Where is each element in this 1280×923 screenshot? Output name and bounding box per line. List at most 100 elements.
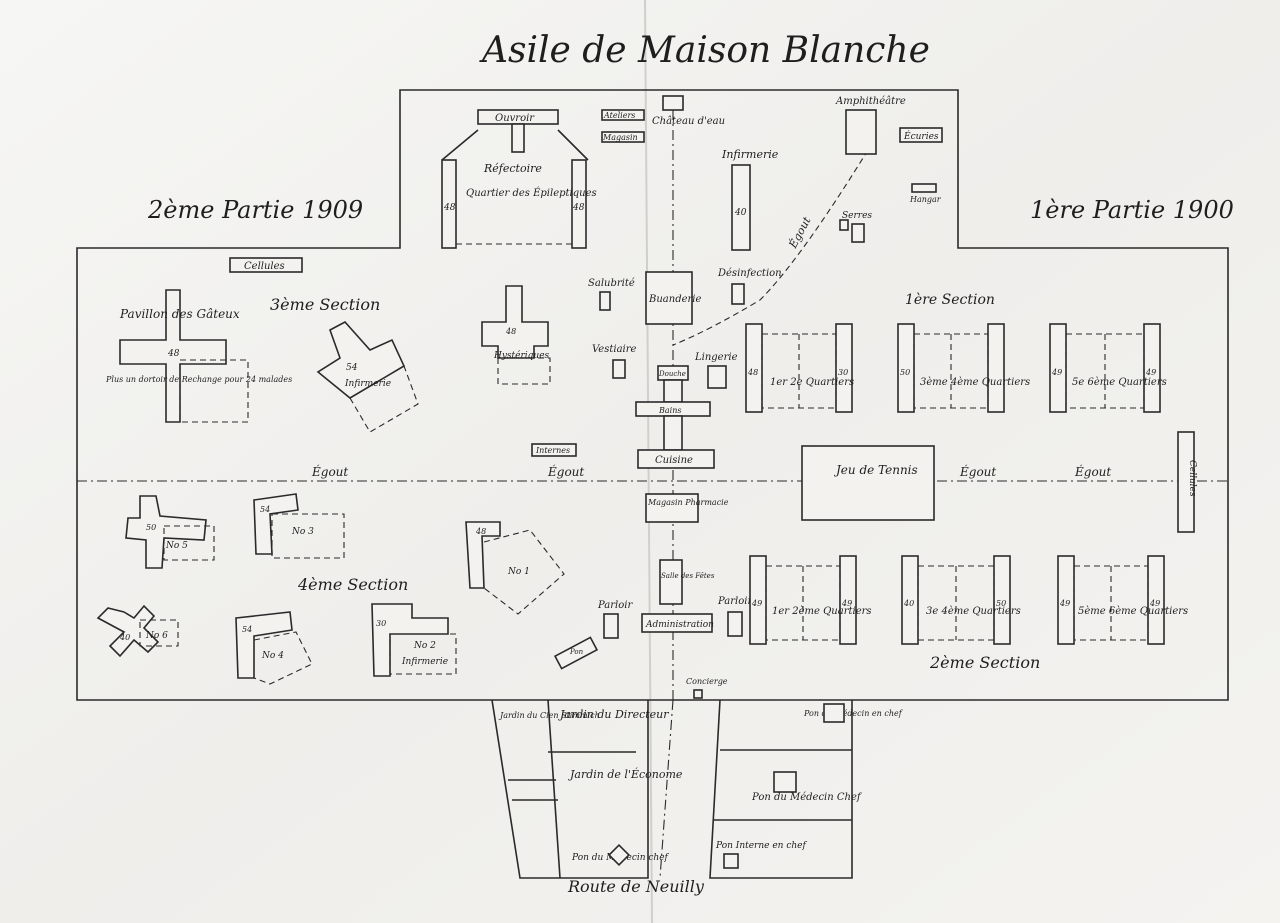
q56-bot-label: 5ème 6ème Quartiers bbox=[1078, 606, 1188, 617]
egout-label-3: Égout bbox=[959, 464, 996, 479]
hysteriques-annex bbox=[497, 357, 551, 385]
section-1-label: 1ère Section bbox=[905, 292, 995, 308]
q34-bot-label: 3e 4ème Quartiers bbox=[926, 606, 1021, 617]
ateliers-building bbox=[601, 109, 645, 121]
cellules-right-building bbox=[1177, 431, 1195, 533]
garden-boundary-right bbox=[709, 699, 853, 879]
n54b-label: 54 bbox=[260, 505, 270, 514]
plan-title: Asile de Maison Blanche bbox=[479, 30, 930, 71]
n30b-label: 30 bbox=[376, 619, 386, 628]
pavillon-no2-building bbox=[371, 603, 449, 677]
pavillon-gateux-label: Pavillon des Gâteux bbox=[119, 307, 240, 321]
n48f-label: 48 bbox=[475, 527, 486, 536]
pavillon-no4-annex bbox=[253, 631, 313, 685]
vestiaire-label: Vestiaire bbox=[592, 344, 637, 355]
concierge-building bbox=[693, 689, 703, 699]
site-boundary bbox=[76, 89, 1229, 701]
cuisine-building bbox=[637, 449, 715, 469]
serres-label: Serres bbox=[842, 211, 872, 221]
pavillon-no4-building bbox=[235, 611, 293, 679]
magasin-building bbox=[601, 131, 645, 143]
lingerie-building bbox=[707, 365, 727, 389]
n40c-label: 40 bbox=[903, 599, 914, 608]
q56-bot-right-wing bbox=[1147, 555, 1165, 645]
n54c-label: 54 bbox=[242, 625, 252, 634]
n48b-label: 48 bbox=[572, 203, 585, 213]
refectoire-frame bbox=[441, 129, 589, 161]
ateliers-label: Ateliers bbox=[603, 111, 635, 120]
hangar-building bbox=[911, 183, 937, 193]
infirmerie-3-annex bbox=[349, 365, 419, 433]
salubrite-label: Salubrité bbox=[588, 278, 635, 289]
hangar-label: Hangar bbox=[909, 195, 942, 204]
jardin-cien-label: Jardin du Cien Stimmich bbox=[498, 711, 600, 720]
cellules-top-building bbox=[229, 257, 303, 273]
n49a-label: 49 bbox=[1051, 368, 1062, 377]
pavillon-no1-annex bbox=[483, 529, 565, 615]
ouvroir-label: Ouvroir bbox=[495, 113, 535, 124]
garden-boundary-left bbox=[491, 699, 649, 879]
n49e-label: 49 bbox=[1059, 599, 1070, 608]
administration-label: Administration bbox=[645, 620, 714, 630]
section-4-label: 4ème Section bbox=[297, 575, 408, 594]
tennis-label: Jeu de Tennis bbox=[833, 463, 918, 477]
n54-label: 54 bbox=[346, 363, 358, 373]
cellules-top-label: Cellules bbox=[244, 261, 285, 272]
route-label: Route de Neuilly bbox=[567, 877, 705, 896]
part-left-label: 2ème Partie 1909 bbox=[147, 196, 363, 224]
pavillon-no5-building bbox=[125, 495, 207, 569]
no6-label: No 6 bbox=[145, 631, 168, 641]
hysteriques-label: Hystériques bbox=[493, 350, 550, 361]
serres-building-2 bbox=[851, 223, 865, 243]
no4-label: No 4 bbox=[261, 651, 284, 661]
infirmerie-top-building bbox=[731, 164, 751, 251]
internes-building bbox=[531, 443, 577, 457]
ecuries-building bbox=[899, 127, 943, 143]
parloir-label: Parloir bbox=[597, 600, 633, 611]
buanderie-building bbox=[645, 271, 693, 325]
no2-label: No 2 bbox=[413, 641, 436, 651]
infirmerie-4-label: Infirmerie bbox=[401, 657, 448, 667]
pavillon-gauche-building bbox=[553, 636, 599, 670]
q12-top-right-wing bbox=[835, 323, 853, 413]
refectoire-label: Réfectoire bbox=[483, 162, 542, 175]
douche-stem bbox=[663, 379, 683, 403]
garden-divider-1 bbox=[547, 699, 561, 879]
pon-interne-label: Pon Interne en chef bbox=[715, 841, 807, 851]
n49c-label: 49 bbox=[751, 599, 762, 608]
pon-interne-building bbox=[723, 853, 739, 869]
bains-label: Bains bbox=[658, 406, 681, 415]
parloir-right-label: Parloir bbox=[717, 596, 753, 607]
amphitheatre-building bbox=[845, 109, 877, 155]
pon-medecin-chef-building bbox=[773, 771, 797, 793]
internes-label: Internes bbox=[535, 446, 570, 455]
salle-fetes-building bbox=[659, 559, 683, 605]
section-2-label: 2ème Section bbox=[929, 653, 1040, 672]
cellules-right-label: Cellules bbox=[1187, 460, 1197, 497]
no1-label: No 1 bbox=[507, 567, 530, 577]
ecuries-label: Écuries bbox=[903, 130, 939, 142]
magasin-label: Magasin bbox=[602, 133, 638, 142]
douche-label: Douche bbox=[658, 370, 686, 378]
chateau-eau-label: Château d'eau bbox=[652, 116, 725, 127]
q34-bot-court bbox=[917, 565, 995, 641]
n48e-label: 48 bbox=[747, 368, 758, 377]
bains-stem bbox=[663, 415, 683, 451]
egout-lower bbox=[659, 699, 674, 879]
section-3-label: 3ème Section bbox=[270, 295, 380, 314]
n48d-label: 48 bbox=[505, 327, 516, 336]
desinfection-building bbox=[731, 283, 745, 305]
n40-label: 40 bbox=[734, 208, 747, 218]
q56-top-label: 5e 6ème Quartiers bbox=[1072, 377, 1167, 388]
n49b-label: 49 bbox=[1145, 368, 1156, 377]
pavillon-gauche-label: Pon bbox=[569, 648, 584, 656]
salubrite-building bbox=[599, 291, 611, 311]
pon-medecin-building bbox=[607, 843, 631, 867]
amphitheatre-label: Amphithéâtre bbox=[835, 96, 906, 107]
egout-label-4: Égout bbox=[1074, 464, 1111, 479]
pavillon-no2-annex bbox=[389, 633, 457, 675]
infirmerie-top-label: Infirmerie bbox=[721, 148, 779, 161]
part-right-label: 1ère Partie 1900 bbox=[1030, 196, 1234, 224]
epileptiques-wing-right bbox=[571, 159, 587, 249]
